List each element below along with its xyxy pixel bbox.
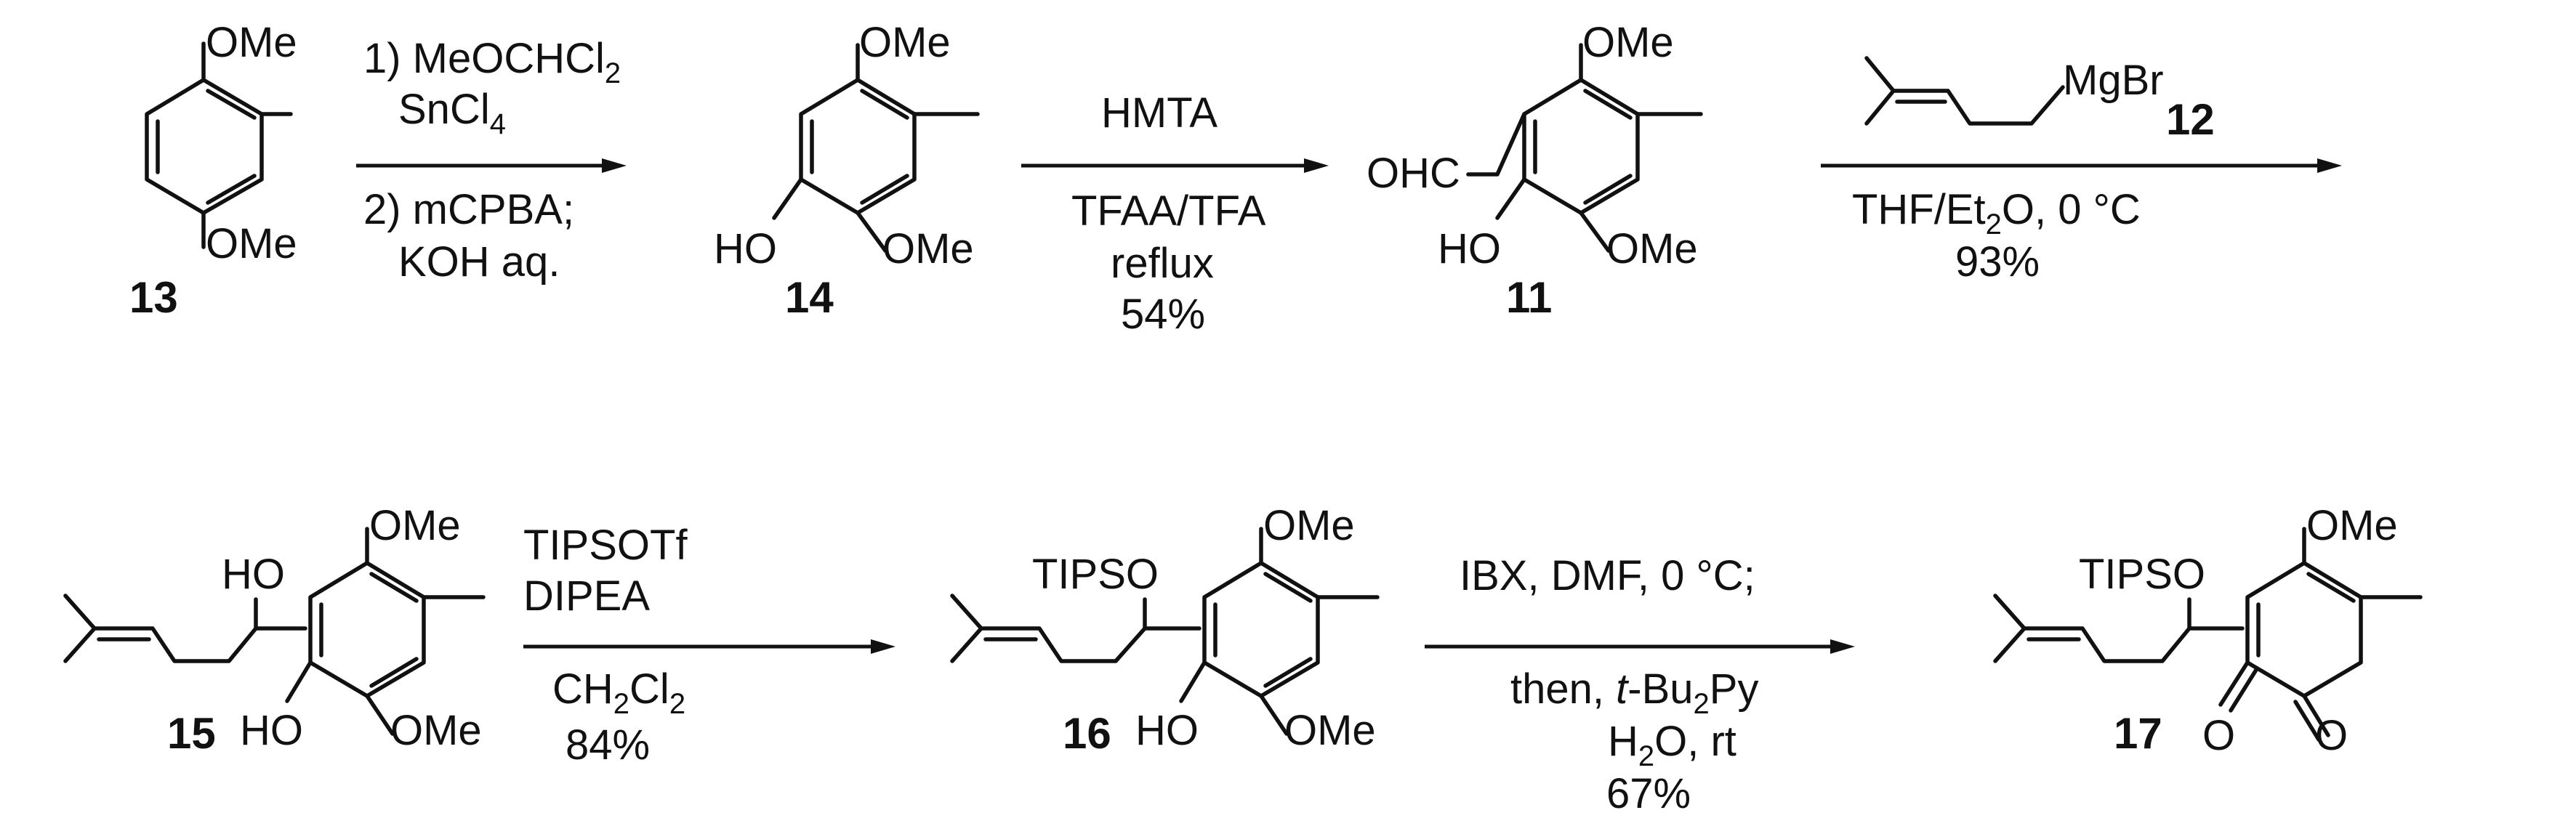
16-ome-bottom: OMe xyxy=(1284,707,1376,754)
compound-17: TIPSO OMe O O 17 xyxy=(1993,502,2423,759)
16-side-chain xyxy=(950,594,1202,663)
16-label: 16 xyxy=(1063,709,1111,758)
16-tipso: TIPSO xyxy=(1032,551,1159,598)
17-o-right: O xyxy=(2315,712,2348,759)
compound-16: TIPSO OMe HO OMe 16 xyxy=(950,502,1380,758)
svg-text:SnCl4: SnCl4 xyxy=(398,86,506,140)
svg-text:1) MeOCHCl2: 1) MeOCHCl2 xyxy=(363,35,621,89)
14-ho: HO xyxy=(714,225,777,272)
13-label: 13 xyxy=(129,273,178,322)
14-ome-top: OMe xyxy=(859,19,951,66)
step-4: TIPSOTf DIPEA CH2Cl2 84% xyxy=(523,522,895,769)
15-ho: HO xyxy=(240,707,303,754)
ring-13 xyxy=(145,78,264,215)
15-ome-top: OMe xyxy=(369,502,461,549)
step-1-below-2: KOH aq. xyxy=(398,238,560,286)
ring-11 xyxy=(1522,78,1640,215)
step-2-below-2: reflux xyxy=(1111,240,1214,287)
step-4-above-1: TIPSOTf xyxy=(523,522,688,569)
step-3-yield: 93% xyxy=(1955,238,2040,286)
step-5-yield: 67% xyxy=(1606,770,1691,817)
13-ome-top: OMe xyxy=(206,19,297,66)
ring-14 xyxy=(799,78,917,215)
compound-13: OMe OMe 13 xyxy=(129,19,297,322)
11-ho: HO xyxy=(1438,225,1501,272)
step-1: 1) MeOCHCl2 SnCl4 2) mCPBA; KOH aq. xyxy=(356,35,627,286)
step-2-yield: 54% xyxy=(1121,291,1205,338)
13-ome-bottom: OMe xyxy=(206,220,297,267)
grignard-12-chain xyxy=(1864,56,2065,126)
15-side-chain xyxy=(63,594,307,663)
step-4-yield: 84% xyxy=(565,721,650,769)
15-ho-side: HO xyxy=(222,551,285,598)
17-side-chain xyxy=(1993,594,2245,663)
svg-text:CH2Cl2: CH2Cl2 xyxy=(552,665,685,720)
16-ho: HO xyxy=(1135,707,1199,754)
17-tipso: TIPSO xyxy=(2079,551,2205,598)
12-mgbr: MgBr xyxy=(2063,57,2164,104)
11-ome-top: OMe xyxy=(1582,19,1674,66)
ring-15 xyxy=(308,561,426,698)
step-3: MgBr 12 THF/Et2O, 0 °C 93% xyxy=(1821,56,2342,286)
17-o-left: O xyxy=(2202,712,2235,759)
step-2-below-1: TFAA/TFA xyxy=(1071,187,1266,235)
ring-16 xyxy=(1202,561,1320,698)
step-4-above-2: DIPEA xyxy=(523,572,650,620)
11-ome-bottom: OMe xyxy=(1606,225,1698,272)
17-ome-top: OMe xyxy=(2306,502,2398,549)
ring-17 xyxy=(2245,561,2363,698)
11-ohc: OHC xyxy=(1367,150,1460,197)
svg-text:then, t-Bu2Py: then, t-Bu2Py xyxy=(1510,665,1758,720)
11-label: 11 xyxy=(1506,273,1552,322)
svg-text:THF/Et2O, 0 °C: THF/Et2O, 0 °C xyxy=(1852,186,2141,240)
svg-text:H2O, rt: H2O, rt xyxy=(1608,718,1736,772)
compound-14: OMe HO OMe 14 xyxy=(714,19,980,322)
12-label: 12 xyxy=(2166,95,2215,144)
step-2-above: HMTA xyxy=(1101,89,1217,137)
15-label: 15 xyxy=(167,709,216,758)
step-1-below-1: 2) mCPBA; xyxy=(363,186,574,233)
16-ome-top: OMe xyxy=(1263,502,1355,549)
step-2: HMTA TFAA/TFA reflux 54% xyxy=(1021,89,1329,338)
15-ome-bottom: OMe xyxy=(390,707,482,754)
compound-15: HO OMe HO OMe 15 xyxy=(63,502,486,758)
17-label: 17 xyxy=(2114,709,2162,758)
14-label: 14 xyxy=(785,273,834,322)
step-5-above: IBX, DMF, 0 °C; xyxy=(1460,552,1755,599)
14-ome-bottom: OMe xyxy=(882,225,974,272)
compound-11: OMe OHC HO OMe 11 xyxy=(1367,19,1703,322)
step-5: IBX, DMF, 0 °C; then, t-Bu2Py H2O, rt 67… xyxy=(1425,552,1855,817)
